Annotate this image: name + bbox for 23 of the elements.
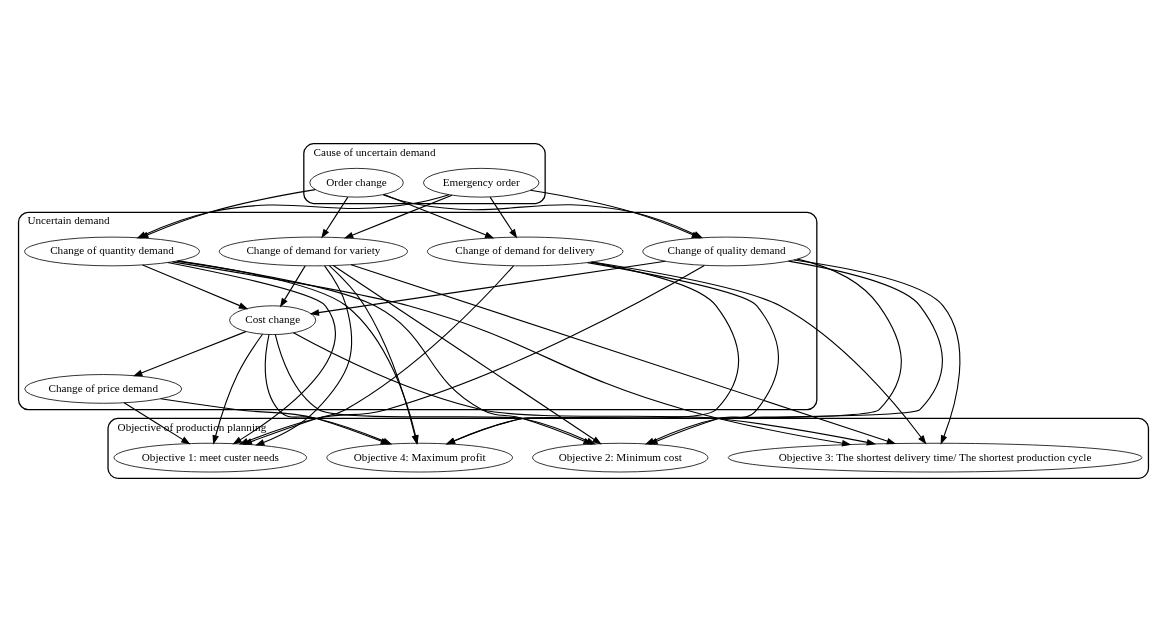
arrow [279, 264, 306, 307]
arrow [133, 330, 247, 376]
arrow [793, 258, 961, 445]
arrow [529, 189, 701, 239]
node-ellipse: Change of quantity demand [24, 236, 200, 266]
arrow [142, 264, 249, 309]
arrow [489, 196, 518, 239]
arrow [383, 193, 495, 238]
arrow [123, 401, 191, 444]
node-ellipse: Emergency order [423, 167, 540, 198]
node-ellipse: Change of demand for variety [218, 236, 408, 266]
arrow [321, 196, 349, 239]
arrow [309, 260, 666, 316]
node-ellipse: Change of price demand [24, 373, 183, 404]
node-ellipse: Objective 4: Maximum profit [326, 442, 513, 472]
node-ellipse: Change of quality demand [642, 236, 811, 266]
arrow [343, 194, 453, 238]
arrow [255, 264, 353, 446]
node-ellipse: Objective 1: meet custer needs [113, 442, 307, 472]
node-ellipse: Objective 3: The shortest delivery time/ The shortest production cycle [727, 442, 1143, 472]
node-ellipse: Objective 2: Minimum cost [532, 442, 709, 472]
node-ellipse: Order change [309, 167, 404, 198]
node-ellipse: Change of demand for delivery [426, 236, 624, 266]
